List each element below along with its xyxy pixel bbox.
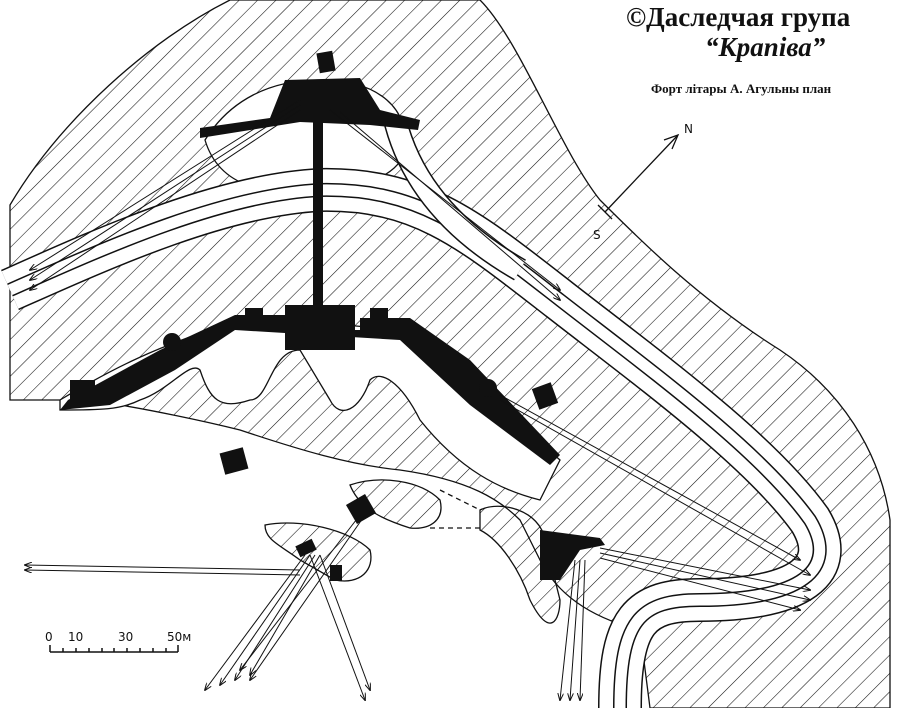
scale-bar [49,645,179,653]
fort-walls [60,50,605,581]
scale-label-50m: 50м [167,630,192,644]
scale-label-0: 0 [45,630,53,644]
road-network [1,116,842,708]
dashed-link [430,489,481,529]
west-outwork [264,522,372,582]
compass-south-label: S [593,228,601,242]
plan-caption: Форт літары А. Агульны план [651,81,832,96]
central-outwork [349,479,442,529]
page-title: ©Даследчая група [626,2,851,32]
scale-label-30: 30 [118,630,134,644]
group-name: “Крапіва” [705,32,826,62]
north-arrow-icon [597,133,680,220]
compass-north-label: N [684,122,693,136]
fire-lines [25,99,810,700]
scale-label-10: 10 [68,630,84,644]
